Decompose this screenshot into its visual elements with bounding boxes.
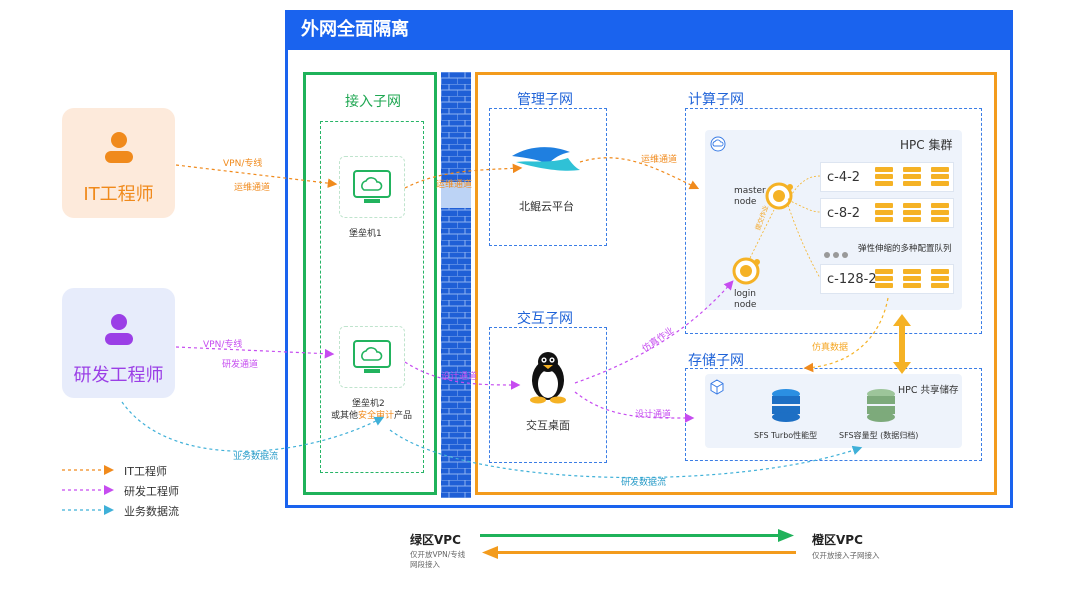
- legend-it: IT工程师: [124, 465, 167, 478]
- cloud-badge-icon: [710, 136, 726, 152]
- sfs-turbo-db-icon: [772, 389, 800, 422]
- master-node-label: master node: [734, 186, 766, 207]
- orange-vpc-label: 橙区VPC: [812, 533, 863, 547]
- server-icon: [875, 203, 893, 225]
- beikun-platform-label: 北鲲云平台: [519, 200, 574, 213]
- dev-engineer-label: 研发工程师: [73, 365, 164, 386]
- queue-label: c-4-2: [827, 170, 861, 185]
- server-icon: [903, 167, 921, 189]
- legend-biz: 业务数据流: [124, 505, 179, 518]
- bastion1-label: 堡垒机1: [349, 229, 382, 239]
- flow-sim-data-label: 仿真数据: [812, 343, 849, 353]
- elastic-queues-note: 弹性伸缩的多种配置队列: [858, 244, 952, 254]
- it-engineer-label: IT工程师: [83, 184, 154, 205]
- flow-ops-compute-label: 运维通道: [641, 155, 678, 165]
- orange-zone-frame: [475, 72, 997, 495]
- compute-subnet-title: 计算子网: [688, 92, 744, 108]
- queue-label: c-8-2: [827, 206, 861, 221]
- interact-subnet-title: 交互子网: [517, 311, 573, 327]
- dev-engineer-card: 研发工程师: [62, 288, 175, 398]
- compute-storage-arrow: [893, 314, 911, 374]
- flow-vpn-it-label: VPN/专线: [223, 159, 263, 169]
- more-dots-icon: [824, 243, 848, 262]
- storage-panel: [705, 374, 962, 448]
- server-icon: [903, 269, 921, 291]
- login-node-icon[interactable]: [730, 255, 762, 287]
- sfs-capacity-db-icon: [867, 389, 895, 422]
- bastion-monitor-icon: [353, 340, 391, 373]
- flow-design-bastion-label: 设计通道: [441, 372, 478, 382]
- queue-rack: c-8-2: [820, 198, 954, 228]
- green-vpc-note: 仅开放VPN/专线 网段接入: [410, 550, 466, 569]
- hpc-cluster-title: HPC 集群: [900, 138, 953, 152]
- server-icon: [903, 203, 921, 225]
- interact-subnet-box: [489, 327, 607, 463]
- storage-subnet-title: 存储子网: [688, 353, 744, 369]
- bastion2-box[interactable]: [339, 326, 405, 388]
- access-subnet-box: [320, 121, 424, 473]
- it-engineer-card: IT工程师: [62, 108, 175, 218]
- legend-arrows: [62, 465, 114, 515]
- queue-rack: c-128-2: [820, 264, 954, 294]
- legend-dev: 研发工程师: [124, 485, 179, 498]
- access-subnet-frame: [303, 72, 437, 495]
- access-subnet-title: 接入子网: [345, 94, 401, 110]
- server-icon: [931, 203, 949, 225]
- flow-ops-bastion-label: 运维通道: [436, 180, 473, 190]
- beikun-logo-icon: [512, 147, 580, 171]
- queue-label: c-128-2: [827, 272, 877, 287]
- server-icon: [875, 269, 893, 291]
- flow-dev-data-label: 研发数据流: [621, 478, 667, 488]
- bastion2-label: 堡垒机2: [352, 399, 385, 409]
- flow-design-storage-label: 设计通道: [635, 410, 672, 420]
- sfs-capacity-label: SFS容量型 (数据归档): [839, 431, 919, 440]
- green-vpc-label: 绿区VPC: [410, 533, 461, 547]
- server-icon: [875, 167, 893, 189]
- isolation-title: 外网全面隔离: [285, 10, 1013, 50]
- master-node-icon[interactable]: [763, 180, 795, 212]
- bastion1-box[interactable]: [339, 156, 405, 218]
- hpc-shared-storage-label: HPC 共享储存: [898, 385, 959, 396]
- it-engineer-icon: [105, 132, 133, 163]
- compute-subnet-box: [685, 108, 982, 334]
- storage-cube-icon: [710, 379, 724, 395]
- sfs-turbo-label: SFS Turbo性能型: [754, 431, 818, 440]
- flow-biz-data-label: 业务数据流: [233, 452, 279, 462]
- flow-dev-channel-label: 研发通道: [222, 360, 259, 370]
- flow-ops-it-label: 运维通道: [234, 183, 271, 193]
- server-icon: [931, 167, 949, 189]
- orange-vpc-note: 仅开放接入子网接入: [812, 551, 880, 560]
- firewall-icon: [441, 72, 471, 498]
- dev-engineer-icon: [105, 314, 133, 345]
- flow-vpn-dev-label: VPN/专线: [203, 340, 243, 350]
- linux-penguin-icon: [530, 352, 566, 404]
- queue-rack: c-4-2: [820, 162, 954, 192]
- interactive-desktop-label: 交互桌面: [526, 419, 570, 432]
- mgmt-subnet-title: 管理子网: [517, 92, 573, 108]
- vpc-direction-arrows: [480, 529, 796, 559]
- login-node-label: login node: [734, 289, 757, 310]
- server-icon: [931, 269, 949, 291]
- bastion-monitor-icon: [353, 170, 391, 203]
- mgmt-subnet-box: [489, 108, 607, 246]
- bastion2-sublabel: 或其他安全审计产品: [331, 411, 413, 421]
